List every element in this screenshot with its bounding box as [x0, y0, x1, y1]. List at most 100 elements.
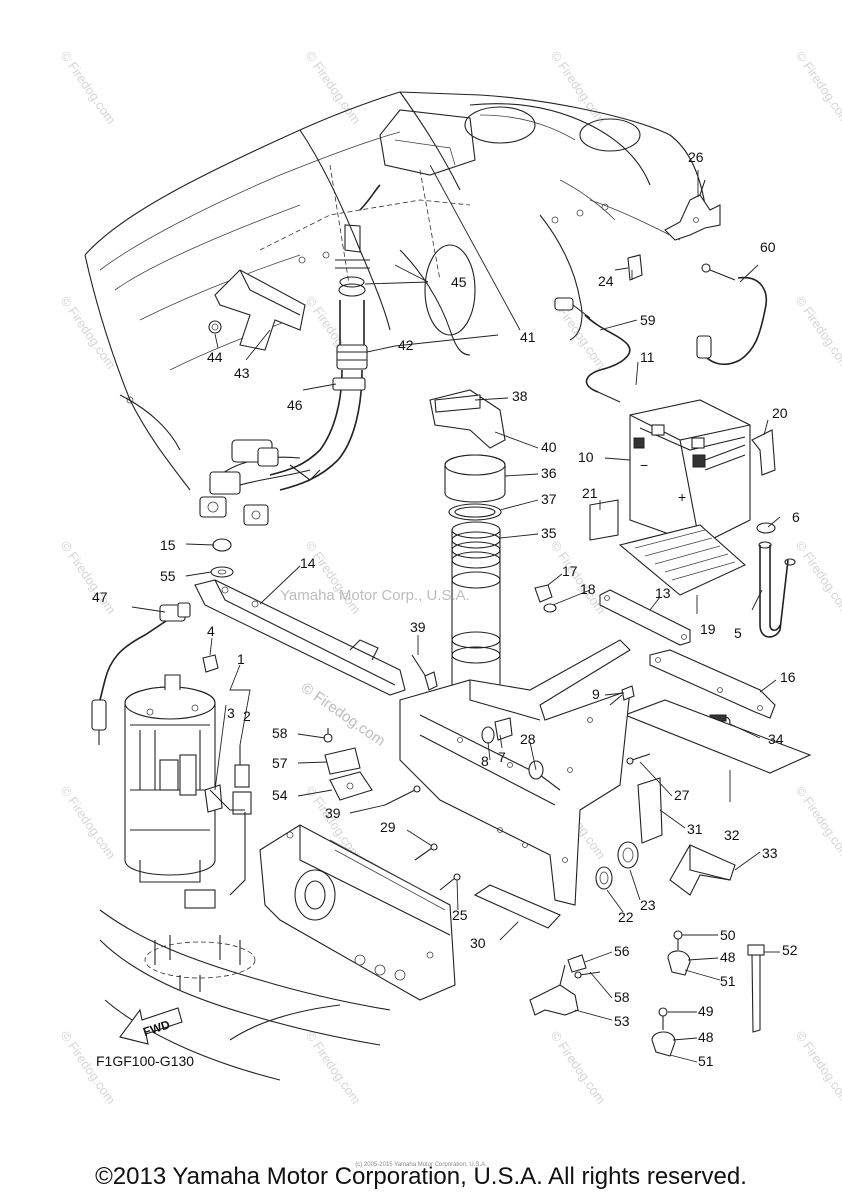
- stay-13: [599, 589, 691, 646]
- callout-9: 9: [592, 686, 600, 702]
- bracket-33: [669, 844, 736, 896]
- watermark-center-2: © Firedog.com: [298, 679, 389, 749]
- cap-4: [202, 654, 219, 673]
- filler-hose-assembly: [269, 184, 381, 491]
- holder-57: [324, 747, 361, 775]
- bolt-27: [626, 753, 651, 765]
- callout-43: 43: [234, 365, 250, 381]
- rivet-58-upper: [323, 728, 333, 743]
- callout-56: 56: [614, 943, 630, 959]
- bolt-29: [414, 843, 438, 861]
- neck-35: [451, 521, 501, 701]
- callout-25: 25: [452, 907, 468, 923]
- callout-53: 53: [614, 1013, 630, 1029]
- callout-48a: 48: [720, 949, 736, 965]
- stay-16: [649, 649, 776, 719]
- watermark-tile: © Firedog.com: [793, 783, 842, 862]
- frame-14: [194, 579, 406, 696]
- washer-18: [543, 603, 557, 613]
- main-bracket: [399, 639, 631, 906]
- callout-37: 37: [541, 491, 557, 507]
- watermark-tile: © Firedog.com: [58, 538, 119, 617]
- watermark-tile: © Firedog.com: [58, 293, 119, 372]
- callout-24: 24: [598, 273, 614, 289]
- callout-59: 59: [640, 312, 656, 328]
- callout-35: 35: [541, 525, 557, 541]
- figure-code: F1GF100-G130: [96, 1053, 194, 1069]
- hull-floor: [99, 909, 391, 1081]
- holder-53: [529, 964, 579, 1016]
- bracket-26: [664, 179, 721, 241]
- watermark-tile: © Firedog.com: [303, 1028, 364, 1107]
- watermark-tile: © Firedog.com: [548, 1028, 609, 1107]
- tiny-copyright: (c) 2005-2015 Yamaha Motor Corporation, …: [355, 1162, 487, 1168]
- plate-20: [751, 429, 776, 476]
- watermark-tile: © Firedog.com: [303, 538, 364, 617]
- engine-block: [259, 824, 456, 1001]
- callout-23: 23: [640, 897, 656, 913]
- battery-cable-59: [554, 297, 631, 403]
- svg-text:−: −: [640, 457, 648, 473]
- watermark-tile: © Firedog.com: [793, 293, 842, 372]
- pad-32: [623, 699, 812, 774]
- watermark-tile: © Firedog.com: [303, 48, 364, 127]
- pad-30: [473, 884, 561, 929]
- callout-54: 54: [272, 787, 288, 803]
- callout-42: 42: [398, 337, 414, 353]
- callout-36: 36: [541, 465, 557, 481]
- callout-51a: 51: [720, 973, 736, 989]
- callout-50: 50: [720, 927, 736, 943]
- callout-33: 33: [762, 845, 778, 861]
- callout-57: 57: [272, 755, 288, 771]
- cap-36: [444, 454, 506, 503]
- grommet-23: [617, 841, 639, 869]
- watermark-tile: © Firedog.com: [58, 783, 119, 862]
- leader-lines: [131, 164, 781, 1063]
- watermark-tile: © Firedog.com: [793, 538, 842, 617]
- grommet-22: [595, 866, 613, 890]
- callout-39b: 39: [325, 805, 341, 821]
- callout-60: 60: [760, 239, 776, 255]
- washer-8: [481, 726, 495, 744]
- fwd-arrow: FWD: [119, 1007, 183, 1045]
- callout-58a: 58: [272, 725, 288, 741]
- callout-40: 40: [541, 439, 557, 455]
- pad-21: [589, 499, 619, 541]
- callouts: 1 2 3 4 5 6 7 8 9 10 11 13 14 15 16 17 1…: [92, 149, 800, 1069]
- watermark-tile: © Firedog.com: [548, 48, 609, 127]
- bracket-24: [614, 254, 643, 281]
- callout-58b: 58: [614, 989, 630, 1005]
- callout-3: 3: [227, 705, 235, 721]
- fuel-pump-wires: [184, 789, 246, 909]
- washer-55: [210, 566, 234, 578]
- callout-29: 29: [380, 819, 396, 835]
- callout-49: 49: [698, 1003, 714, 1019]
- callout-32: 32: [724, 827, 740, 843]
- callout-30: 30: [470, 935, 486, 951]
- clamp-48-upper: [667, 930, 691, 976]
- callout-10: 10: [578, 449, 594, 465]
- bolt-9: [609, 685, 635, 706]
- watermark-tile: © Firedog.com: [58, 48, 119, 127]
- callout-17: 17: [562, 563, 578, 579]
- ring-37: [448, 503, 502, 521]
- callout-44: 44: [207, 349, 223, 365]
- holder-54: [329, 771, 373, 801]
- wire-harness: [199, 439, 321, 526]
- callout-1: 1: [237, 651, 245, 667]
- copyright-notice: ©2013 Yamaha Motor Corporation, U.S.A. A…: [95, 1163, 747, 1190]
- nut-17: [534, 584, 553, 603]
- callout-15: 15: [160, 537, 176, 553]
- rivet-58-lower: [574, 971, 601, 979]
- bracket-43: [208, 269, 306, 351]
- clamp-38: [434, 394, 481, 413]
- callout-18: 18: [580, 581, 596, 597]
- callout-52: 52: [782, 942, 798, 958]
- callout-51b: 51: [698, 1053, 714, 1069]
- callout-46: 46: [287, 397, 303, 413]
- callout-47: 47: [92, 589, 108, 605]
- nut-15: [212, 538, 232, 552]
- callout-21: 21: [582, 485, 598, 501]
- callout-31: 31: [687, 821, 703, 837]
